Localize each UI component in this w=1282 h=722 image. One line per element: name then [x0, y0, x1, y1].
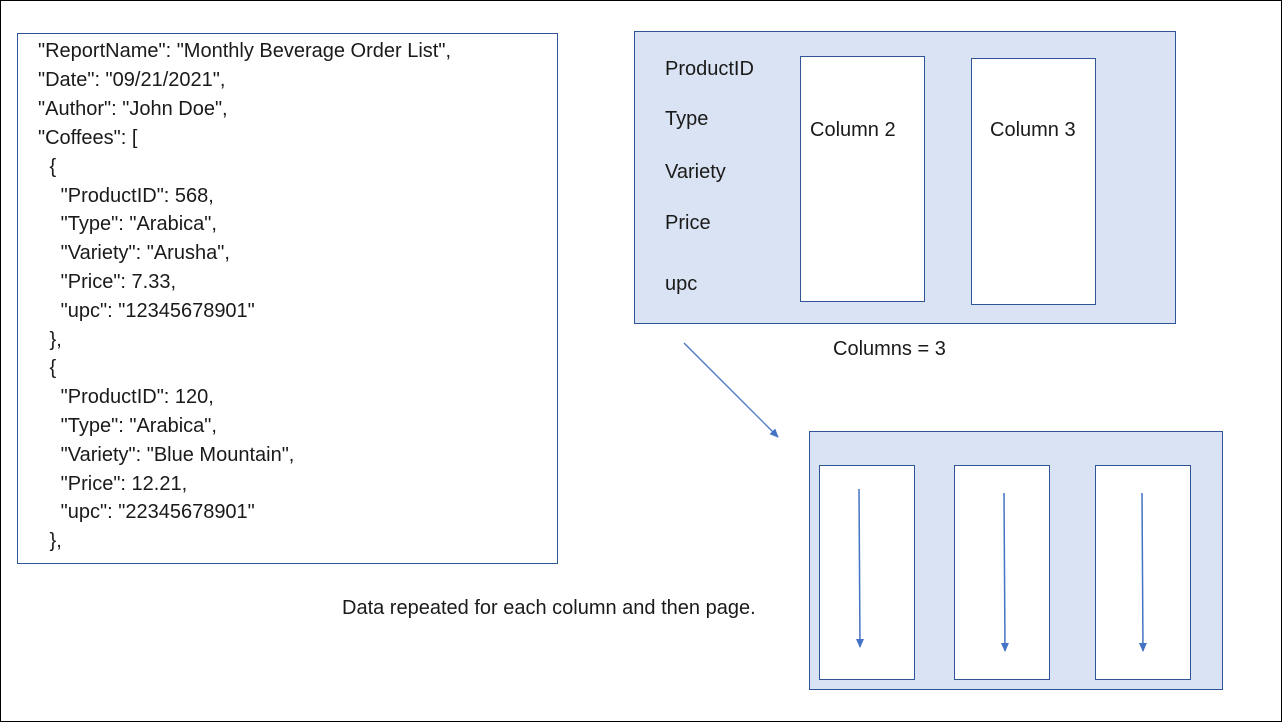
field-label-type: Type — [665, 108, 709, 130]
json-line: "upc": "12345678901" — [44, 300, 255, 322]
json-line: "ReportName": "Monthly Beverage Order Li… — [38, 40, 452, 62]
json-line: }, — [44, 530, 62, 552]
down-arrow-2 — [1000, 492, 1009, 652]
field-label-variety: Variety — [665, 161, 726, 183]
json-line: "Price": 12.21, — [44, 473, 188, 495]
down-arrow-3 — [1138, 492, 1147, 652]
field-label-price: Price — [665, 212, 711, 234]
json-line: "ProductID": 568, — [44, 185, 214, 207]
json-line: "Coffees": [ — [38, 127, 138, 149]
json-line: "Author": "John Doe", — [38, 98, 228, 120]
json-line: "Variety": "Arusha", — [44, 242, 230, 264]
json-line: { — [44, 156, 57, 178]
column-layout-panel: ProductID Type Variety Price upc Column … — [634, 31, 1176, 324]
repeat-panel — [809, 431, 1223, 690]
columns-caption: Columns = 3 — [833, 338, 946, 360]
column-3-box: Column 3 — [971, 58, 1096, 305]
field-label-upc: upc — [665, 273, 698, 295]
flow-arrow — [683, 342, 779, 438]
json-sample-box: "ReportName": "Monthly Beverage Order Li… — [17, 33, 558, 564]
json-line: "Price": 7.33, — [44, 271, 177, 293]
json-line: }, — [44, 329, 62, 351]
repeat-column-2 — [954, 465, 1050, 680]
column-2-label: Column 2 — [810, 119, 896, 141]
json-line: "ProductID": 120, — [44, 386, 214, 408]
repeat-column-1 — [819, 465, 915, 680]
json-line: { — [44, 357, 57, 379]
json-line: "Type": "Arabica", — [44, 213, 217, 235]
json-line: "Variety": "Blue Mountain", — [44, 444, 295, 466]
json-line: "Date": "09/21/2021", — [38, 69, 226, 91]
field-label-productid: ProductID — [665, 58, 754, 80]
column-3-label: Column 3 — [990, 119, 1076, 141]
json-line: "upc": "22345678901" — [44, 501, 255, 523]
repeat-caption: Data repeated for each column and then p… — [342, 597, 756, 619]
down-arrow-1 — [855, 488, 864, 648]
column-2-box: Column 2 — [800, 56, 925, 302]
json-line: "Type": "Arabica", — [44, 415, 217, 437]
